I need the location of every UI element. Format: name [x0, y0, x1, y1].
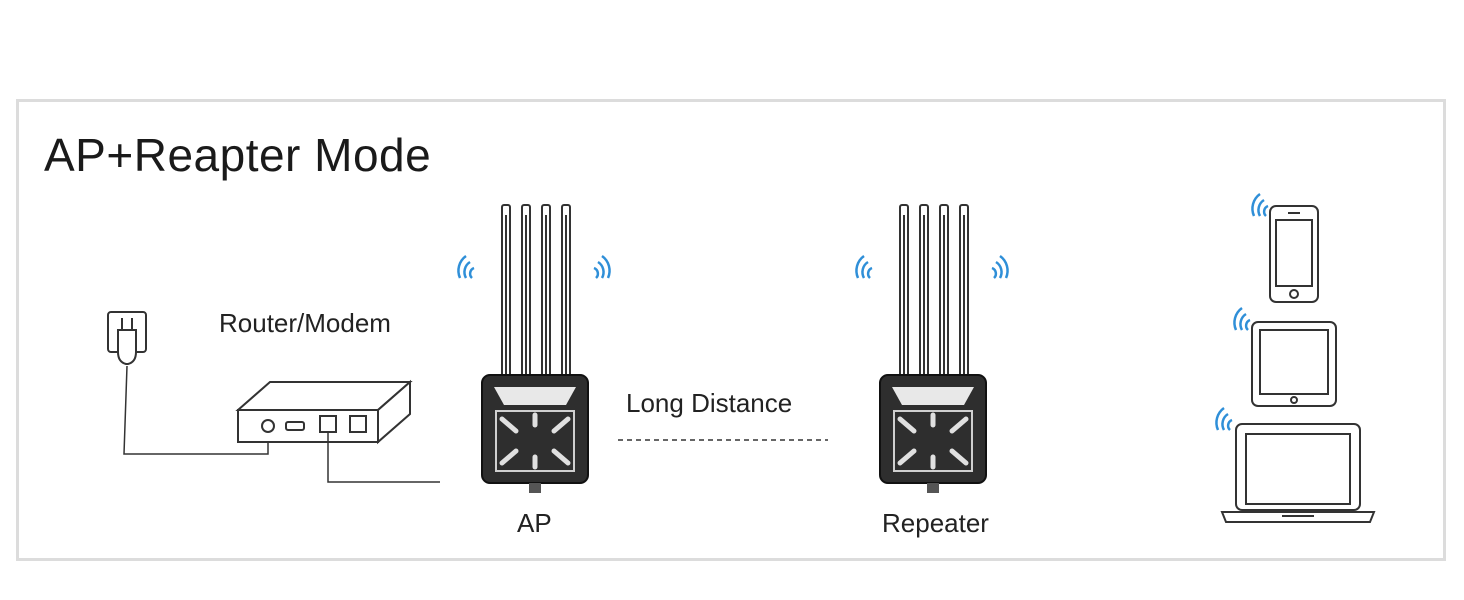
- router-icon: [235, 379, 413, 445]
- tablet-icon: [1251, 321, 1337, 407]
- router-label: Router/Modem: [219, 308, 391, 338]
- wifi-icon: [1233, 306, 1252, 332]
- laptop-icon: [1220, 423, 1376, 523]
- wifi-icon: [1215, 406, 1234, 432]
- wifi-icon: [592, 254, 611, 280]
- repeater-device-icon: [880, 205, 986, 493]
- repeater-label: Repeater: [882, 508, 989, 538]
- power-outlet-icon: [107, 311, 147, 365]
- ap-label: AP: [517, 508, 552, 538]
- distance-label: Long Distance: [626, 388, 793, 418]
- ap-device-icon: [482, 205, 588, 493]
- diagram-frame: [16, 99, 1446, 561]
- wifi-icon: [457, 254, 476, 280]
- wifi-icon: [1251, 192, 1270, 218]
- wifi-icon: [990, 254, 1009, 280]
- phone-icon: [1269, 205, 1319, 303]
- diagram-title: AP+Reapter Mode: [44, 129, 432, 181]
- wifi-icon: [855, 254, 874, 280]
